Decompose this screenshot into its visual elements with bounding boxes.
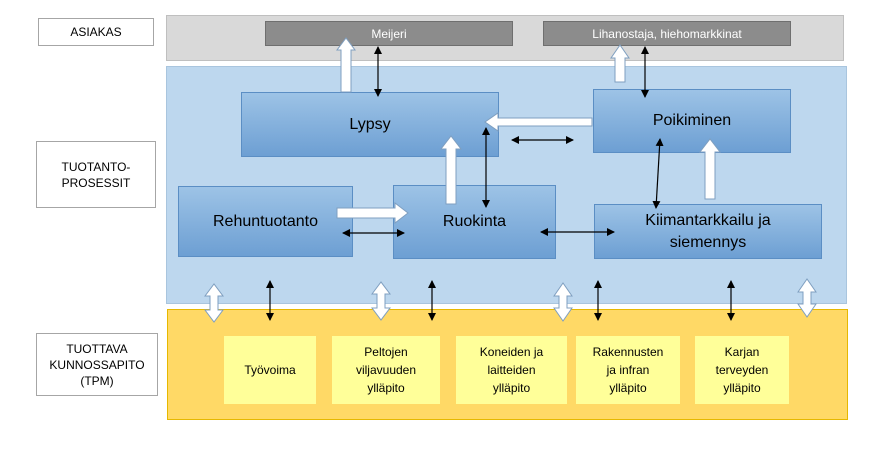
process-feeding: Ruokinta: [393, 185, 556, 259]
customer-label: ASIAKAS: [38, 18, 154, 46]
process-calving: Poikiminen: [593, 89, 791, 153]
tpm-item-labour: Työvoima: [224, 336, 316, 404]
process-feed-production: Rehuntuotanto: [178, 186, 353, 257]
process-label: TUOTANTO- PROSESSIT: [36, 141, 156, 208]
tpm-item-herd-health: Karjan terveyden ylläpito: [695, 336, 789, 404]
tpm-item-machines: Koneiden ja laitteiden ylläpito: [456, 336, 567, 404]
customer-meat: Lihanostaja, hiehomarkkinat: [543, 21, 791, 46]
tpm-item-buildings: Rakennusten ja infran ylläpito: [576, 336, 680, 404]
customer-dairy: Meijeri: [265, 21, 513, 46]
process-heat-monitoring: Kiimantarkkailu ja siemennys: [594, 204, 822, 259]
tpm-label: TUOTTAVA KUNNOSSAPITO (TPM): [36, 333, 158, 396]
process-milking: Lypsy: [241, 92, 499, 157]
tpm-item-fields: Peltojen viljavuuden ylläpito: [332, 336, 440, 404]
